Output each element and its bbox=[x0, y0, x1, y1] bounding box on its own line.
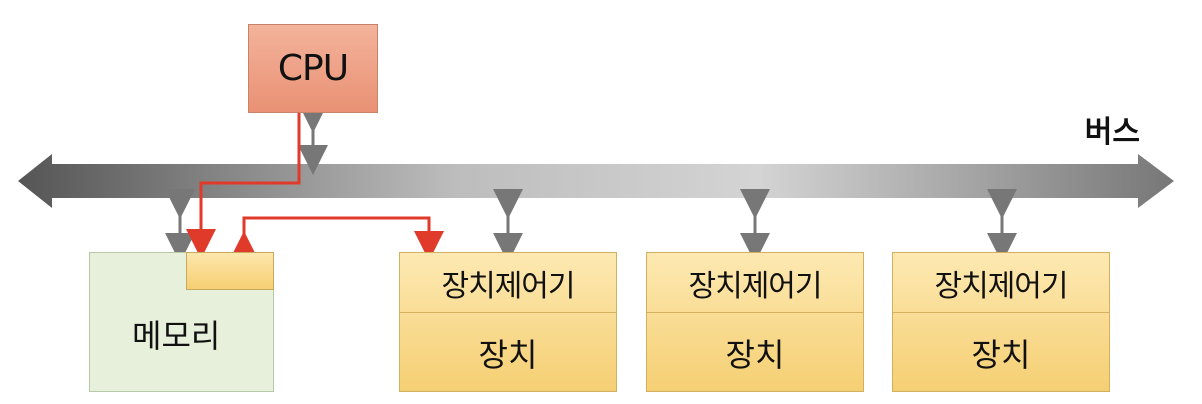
cpu-label: CPU bbox=[277, 48, 349, 89]
memory-buffer-slot bbox=[186, 252, 274, 290]
memory-to-controller-red-arrow bbox=[229, 216, 444, 261]
bus-bar bbox=[18, 154, 1174, 208]
device-controller-label: 장치제어기 bbox=[893, 253, 1109, 313]
memory-box: 메모리 bbox=[89, 252, 274, 392]
cpu-box: CPU bbox=[248, 24, 378, 113]
device-label: 장치 bbox=[971, 336, 1031, 374]
bus-label: 버스 bbox=[1084, 115, 1140, 150]
device-controller-label: 장치제어기 bbox=[647, 253, 863, 313]
device-controller-group-1: 장치제어기 장치 bbox=[399, 252, 617, 392]
device-controller-group-3: 장치제어기 장치 bbox=[892, 252, 1110, 392]
memory-label: 메모리 bbox=[132, 317, 221, 355]
device-controller-label: 장치제어기 bbox=[400, 253, 616, 313]
device-label: 장치 bbox=[478, 336, 538, 374]
cpu-to-memory-red-arrow bbox=[186, 113, 301, 259]
device-label: 장치 bbox=[725, 336, 785, 374]
device-controller-group-2: 장치제어기 장치 bbox=[646, 252, 864, 392]
